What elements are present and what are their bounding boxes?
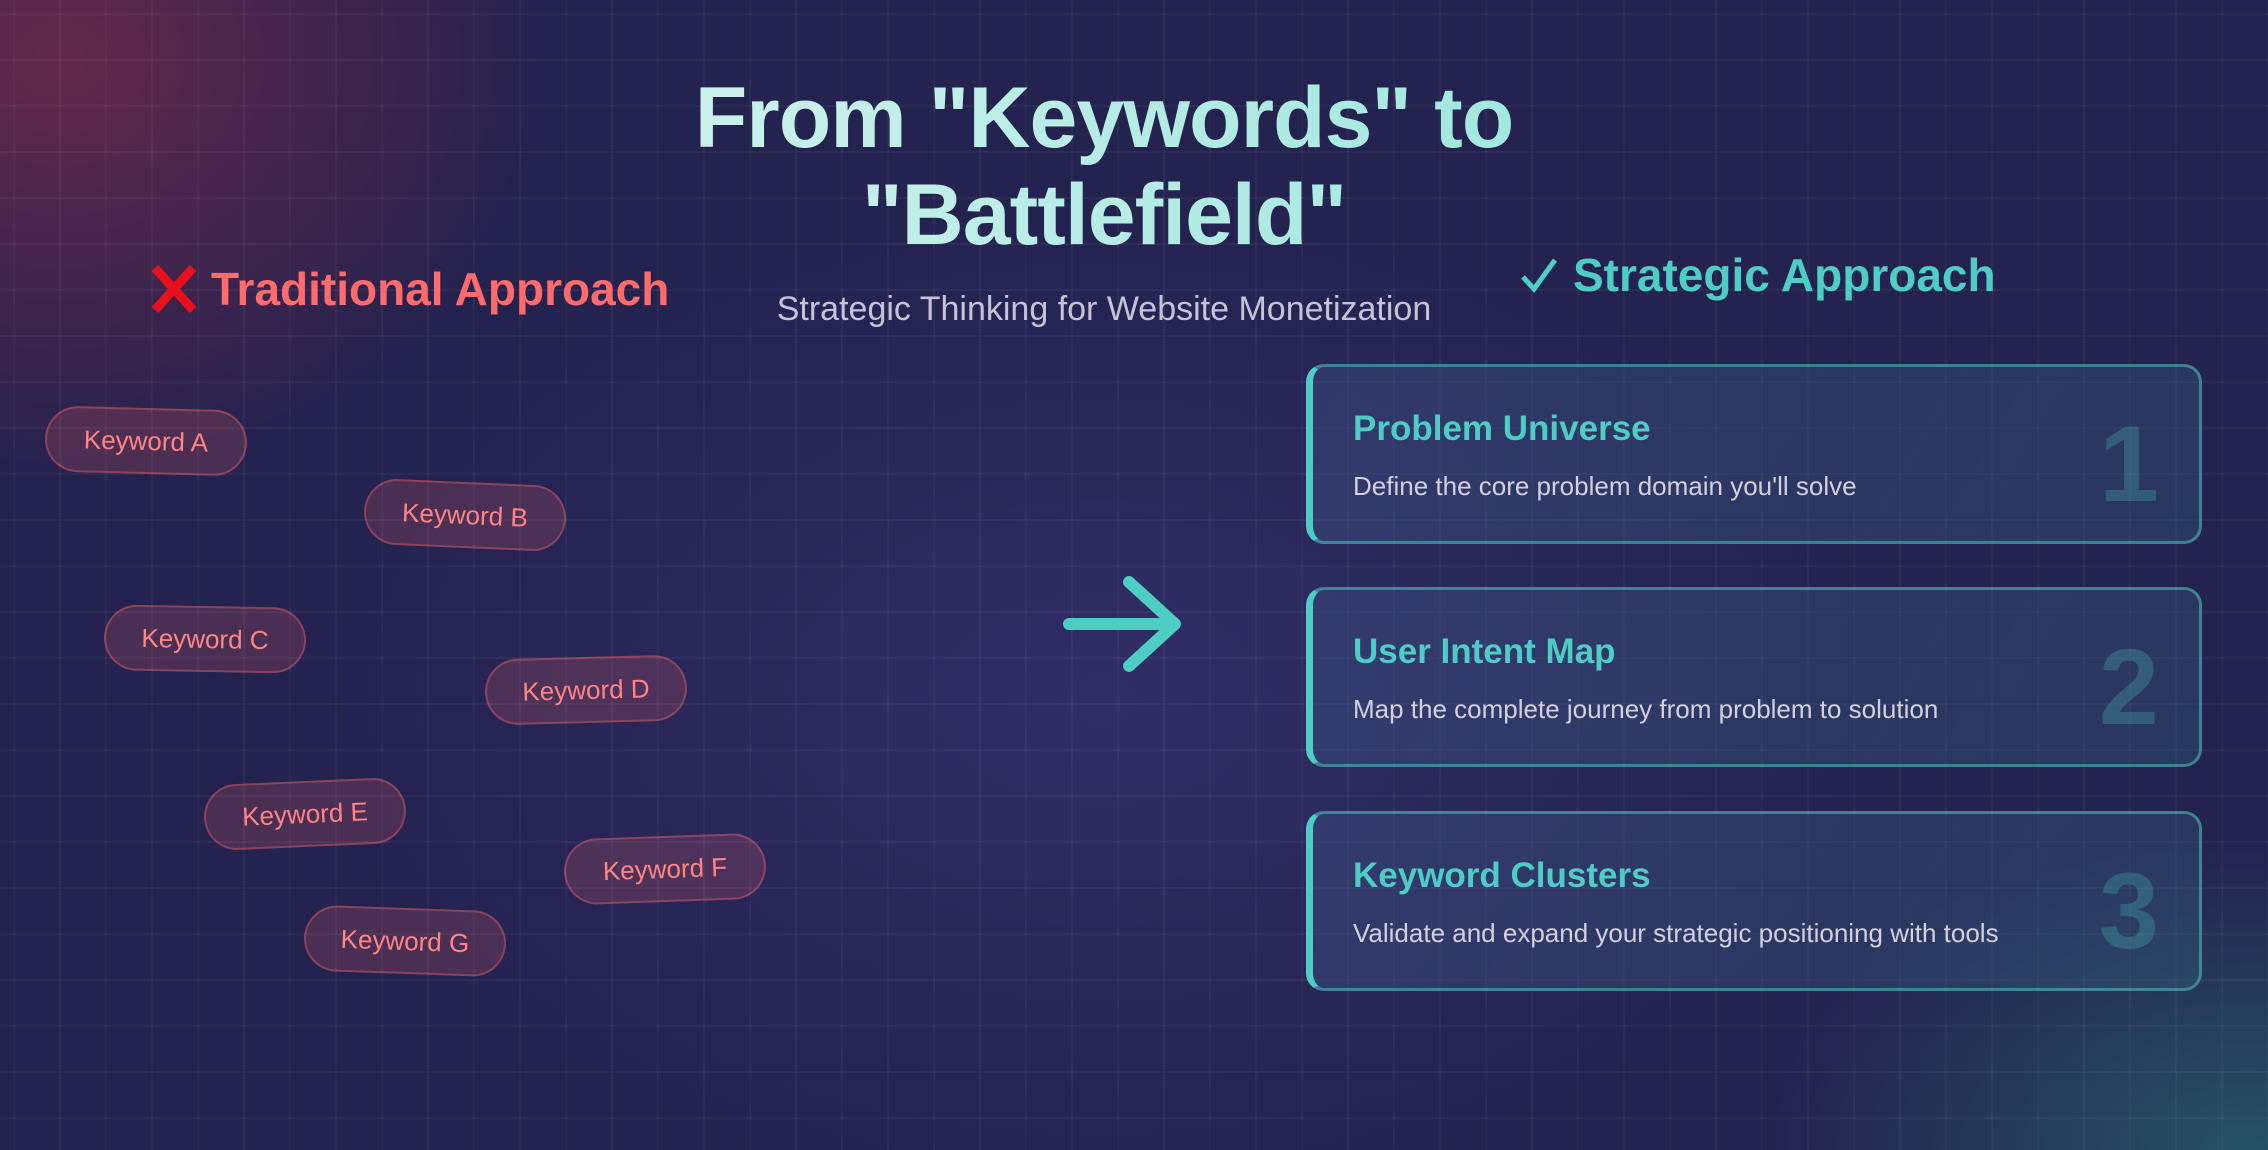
keyword-tag: Keyword G [302, 904, 508, 978]
card-number: 2 [2098, 626, 2159, 747]
cross-icon [151, 264, 197, 314]
card-title: Problem Universe [1353, 409, 1651, 448]
card-description: Map the complete journey from problem to… [1353, 694, 1939, 724]
strategic-heading: Strategic Approach [1519, 248, 1996, 302]
card-title: User Intent Map [1353, 632, 1616, 671]
strategy-card-keyword-clusters: Keyword Clusters Validate and expand you… [1306, 811, 2202, 991]
title-line-1: From "Keywords" to [694, 70, 1514, 166]
keyword-tag: Keyword B [362, 477, 568, 553]
keyword-tag: Keyword C [103, 604, 307, 674]
keyword-tag: Keyword E [202, 776, 408, 852]
keyword-tag: Keyword D [484, 654, 688, 726]
keyword-tag: Keyword A [44, 405, 248, 477]
traditional-heading: Traditional Approach [149, 262, 669, 316]
strategy-card-user-intent-map: User Intent Map Map the complete journey… [1306, 587, 2202, 767]
traditional-label: Traditional Approach [211, 263, 670, 315]
card-description: Validate and expand your strategic posit… [1353, 918, 1999, 948]
page-title: From "Keywords" to "Battlefield" [0, 70, 2208, 264]
card-number: 3 [2098, 850, 2159, 971]
card-title: Keyword Clusters [1353, 856, 1651, 895]
card-number: 1 [2098, 403, 2159, 524]
strategic-label: Strategic Approach [1573, 249, 1996, 301]
strategy-card-problem-universe: Problem Universe Define the core problem… [1306, 364, 2202, 544]
arrow-right-icon [1063, 576, 1181, 672]
check-icon [1521, 258, 1558, 293]
keyword-tag: Keyword F [562, 832, 768, 906]
card-description: Define the core problem domain you'll so… [1353, 471, 1857, 501]
subtitle: Strategic Thinking for Website Monetizat… [776, 290, 1432, 328]
